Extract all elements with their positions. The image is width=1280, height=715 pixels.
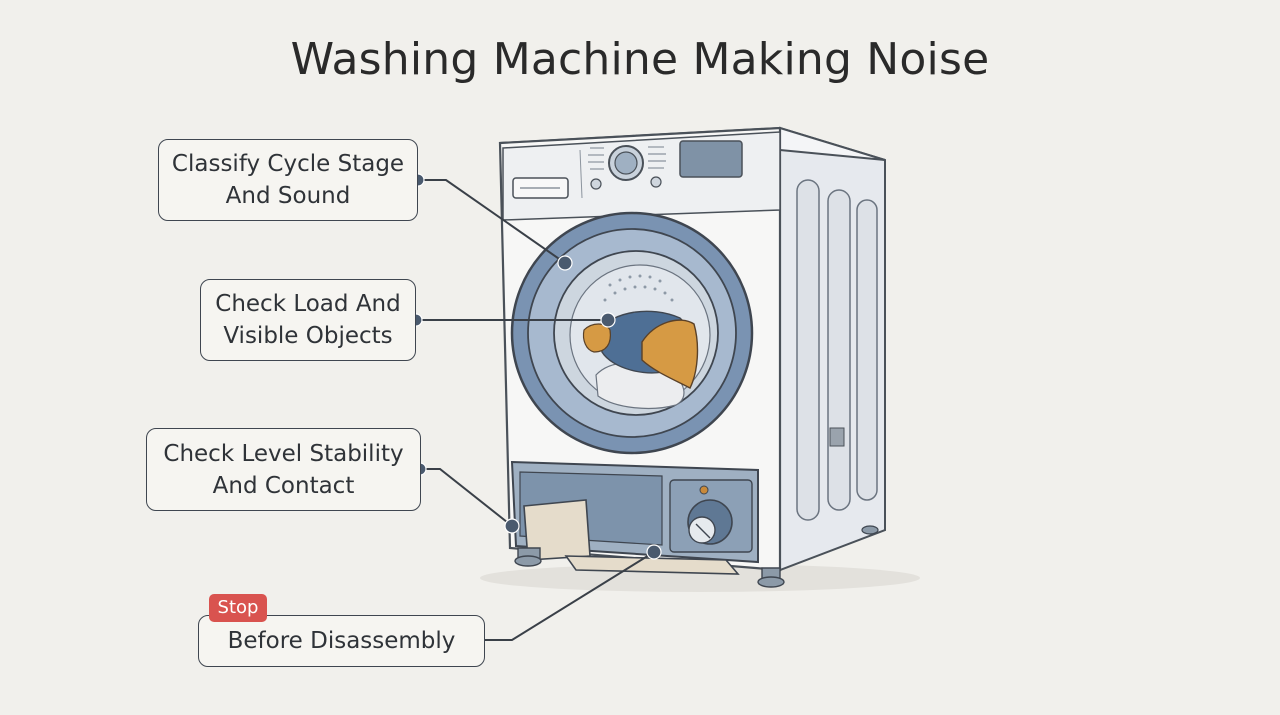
callout-line: Classify Cycle Stage <box>171 151 405 177</box>
leader-dot-icon <box>504 518 520 534</box>
callout-before-disassembly: Before Disassembly <box>198 615 485 667</box>
foot-rear <box>861 525 879 535</box>
callout-line: Before Disassembly <box>227 628 456 654</box>
callout-line: And Contact <box>212 472 355 499</box>
leader-line-4 <box>484 551 655 641</box>
diagram-title: Washing Machine Making Noise <box>290 34 990 85</box>
leader-line-3 <box>420 468 513 527</box>
stop-badge: Stop <box>209 594 267 622</box>
callout-classify-cycle-stage: Classify Cycle Stage And Sound <box>158 139 418 221</box>
laundry-orange-small <box>582 323 611 353</box>
side-rib <box>827 189 851 511</box>
callout-check-load: Check Load And Visible Objects <box>200 279 416 361</box>
side-rib <box>856 199 878 501</box>
callout-line: Check Load And <box>215 291 401 317</box>
side-latch <box>829 427 845 447</box>
side-rib <box>796 179 820 521</box>
panel-button <box>650 176 662 188</box>
panel-button <box>590 178 602 190</box>
leader-dot-icon <box>646 544 662 560</box>
laundry-orange <box>641 319 699 389</box>
leader-line-1 <box>418 179 566 264</box>
callout-line: Check Level Stability <box>163 440 404 467</box>
filter-tray <box>564 555 740 575</box>
callout-line: Visible Objects <box>223 323 393 349</box>
callout-line: And Sound <box>225 183 351 209</box>
leader-dot-icon <box>600 312 616 328</box>
callout-check-level: Check Level Stability And Contact <box>146 428 421 511</box>
leader-dot-icon <box>557 255 573 271</box>
display-screen <box>679 140 743 178</box>
